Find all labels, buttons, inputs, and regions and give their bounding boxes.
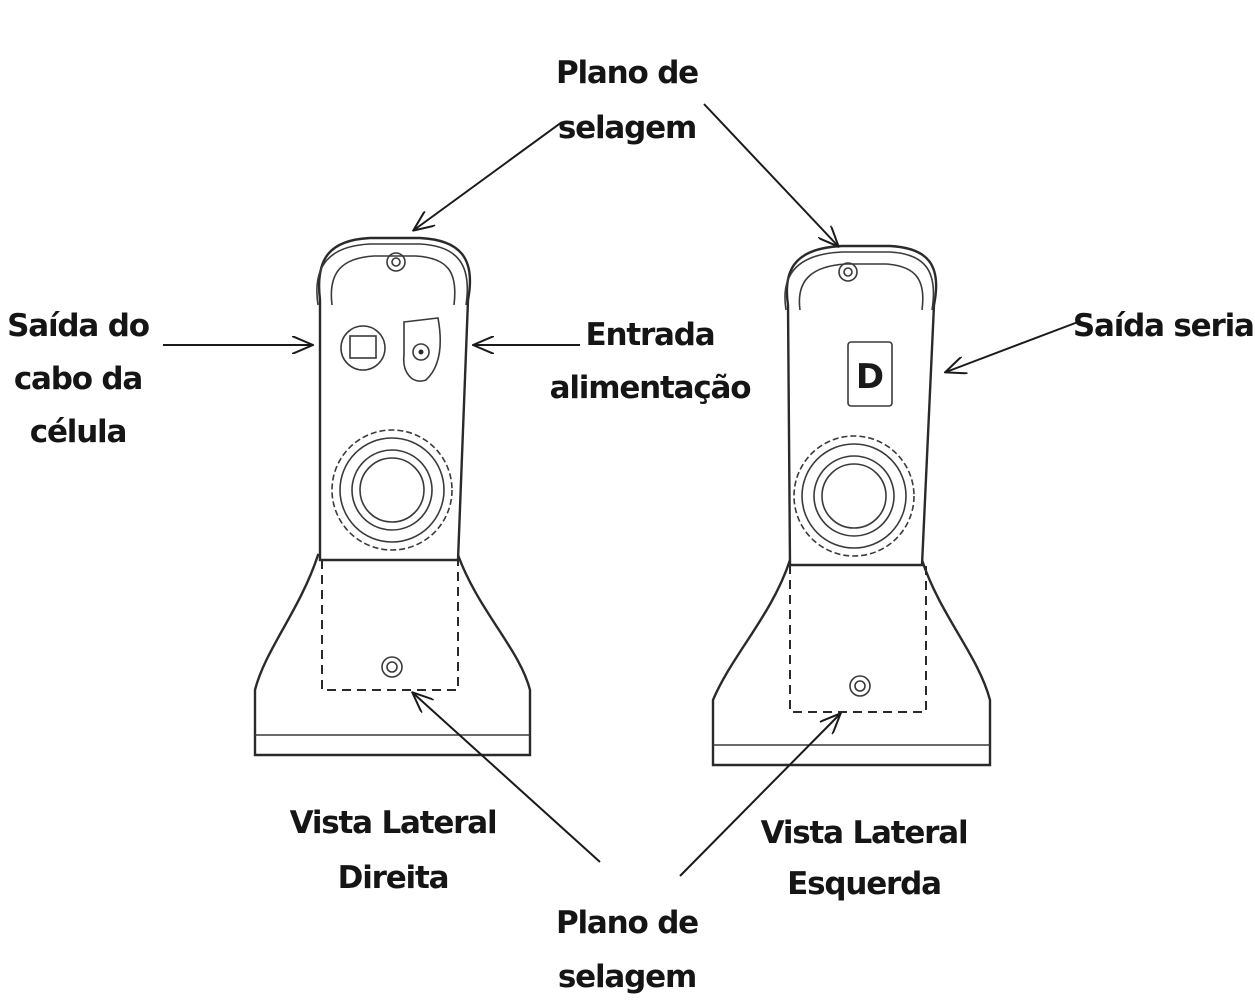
device-base-flare — [711, 558, 992, 767]
knob-ring — [813, 455, 895, 537]
seal-screw-bottom — [849, 675, 871, 697]
knob-center — [821, 463, 887, 529]
arrow-plano-top-right — [703, 103, 838, 246]
plano-bottom-line1: Plano de — [556, 905, 698, 941]
handle-band-outer — [316, 243, 469, 306]
vista-direita-line2: Direita — [338, 860, 449, 896]
right-side-view-device — [253, 236, 532, 757]
vista-direita-line1: Vista Lateral — [290, 805, 497, 841]
knob-ring — [351, 449, 433, 531]
entrada-line1: Entrada — [586, 317, 715, 353]
seal-screw-top-inner — [391, 257, 401, 267]
saida-cabo-line3: célula — [30, 414, 126, 450]
arrow-plano-bottom-right — [679, 714, 840, 877]
seal-screw-top — [838, 262, 858, 282]
callout-arrows — [163, 103, 1079, 877]
dashed-panel — [321, 560, 459, 691]
cable-port-outer — [340, 325, 386, 371]
seal-screw-bottom-inner — [386, 661, 398, 673]
vista-esquerda-line1: Vista Lateral — [761, 815, 968, 851]
cable-port-glyph — [349, 335, 377, 359]
knob-knurl — [331, 429, 453, 551]
label-vista-esquerda: Vista Lateral Esquerda — [761, 815, 969, 902]
seal-screw-bottom-inner — [854, 680, 866, 692]
label-plano-top: Plano de selagem — [556, 55, 699, 146]
knob-outer — [801, 443, 907, 549]
power-input-jack — [412, 343, 430, 361]
device-base-flare — [253, 553, 532, 757]
plano-bottom-line2: selagem — [558, 959, 696, 995]
label-saida-cabo: Saída do cabo da célula — [7, 308, 150, 450]
power-input-pin — [418, 349, 424, 355]
saida-cabo-line1: Saída do — [7, 308, 149, 344]
serial-port-frame — [847, 341, 893, 407]
handle-band-outer — [784, 251, 935, 311]
knob-center — [359, 457, 425, 523]
seal-screw-top-inner — [843, 267, 853, 277]
serial-port-letter: D — [856, 357, 884, 397]
plano-top-line1: Plano de — [556, 55, 698, 91]
saida-cabo-line2: cabo da — [14, 361, 142, 397]
knob-outer — [339, 437, 445, 543]
entrada-line2: alimentação — [550, 370, 751, 406]
label-plano-bottom: Plano de selagem — [556, 905, 699, 995]
label-vista-direita: Vista Lateral Direita — [290, 805, 498, 896]
handle-band-inner — [330, 255, 456, 306]
label-saida-serial: Saída serial — [1073, 308, 1255, 344]
label-entrada: Entrada alimentação — [550, 317, 752, 406]
seal-screw-top — [386, 252, 406, 272]
power-input-housing — [402, 317, 442, 382]
plano-top-line2: selagem — [558, 110, 696, 146]
left-side-view-device: D — [711, 244, 992, 767]
seal-screw-bottom — [381, 656, 403, 678]
arrow-saida-serial — [946, 321, 1079, 372]
dashed-panel — [789, 565, 927, 713]
arrow-plano-bottom-left — [413, 693, 601, 863]
arrow-plano-top-left — [414, 121, 563, 230]
vista-esquerda-line2: Esquerda — [787, 866, 941, 902]
knob-knurl — [793, 435, 915, 557]
